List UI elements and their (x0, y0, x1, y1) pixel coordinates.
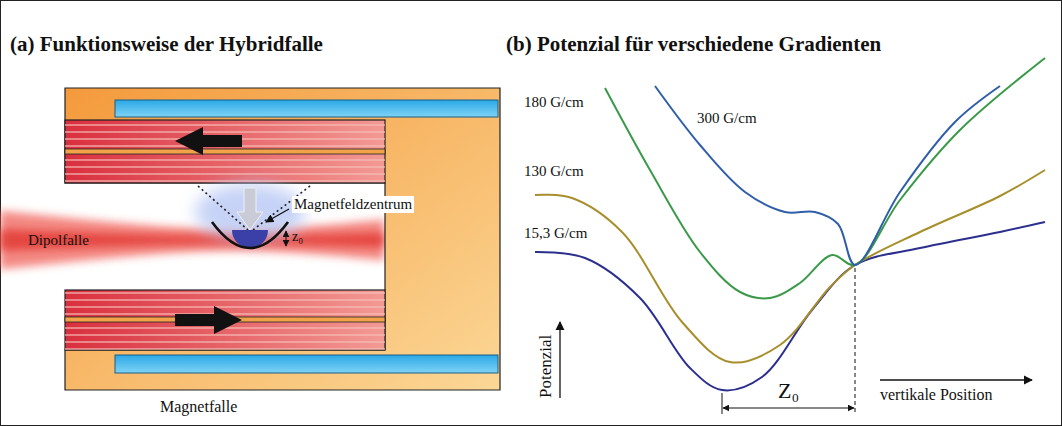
potential-curve (655, 86, 1000, 265)
potential-curve (605, 58, 1045, 298)
current-arrow (175, 306, 242, 334)
axis-label: vertikale Position (880, 386, 992, 404)
part-label: Magnetfalle (160, 398, 237, 416)
dimension-z0 (722, 268, 855, 414)
potential-curve (535, 222, 1045, 390)
panel-heading: (a) Funktionsweise der Hybridfalle (10, 33, 323, 56)
dipole-beam (0, 211, 384, 270)
panel-heading: (b) Potenzial für verschiedene Gradiente… (506, 33, 881, 56)
magnet-housing (65, 88, 500, 390)
potential-curves (535, 58, 1045, 390)
potential-curve (535, 170, 1045, 363)
curve-label: 180 G/cm (524, 94, 584, 111)
coil (65, 120, 385, 350)
curve-label: 300 G/cm (697, 110, 757, 127)
part-label: Magnetfeldzentrum (292, 196, 414, 213)
field-center (195, 184, 310, 248)
curve-label: 15,3 G/cm (524, 225, 587, 242)
current-arrow (175, 127, 242, 155)
dimension-label: z₀ (292, 229, 303, 244)
curve-label: 130 G/cm (524, 163, 584, 180)
axis-label: Potenzial (537, 335, 556, 398)
part-label: Dipolfalle (28, 232, 89, 249)
dimension-label: Z₀ (778, 379, 799, 403)
